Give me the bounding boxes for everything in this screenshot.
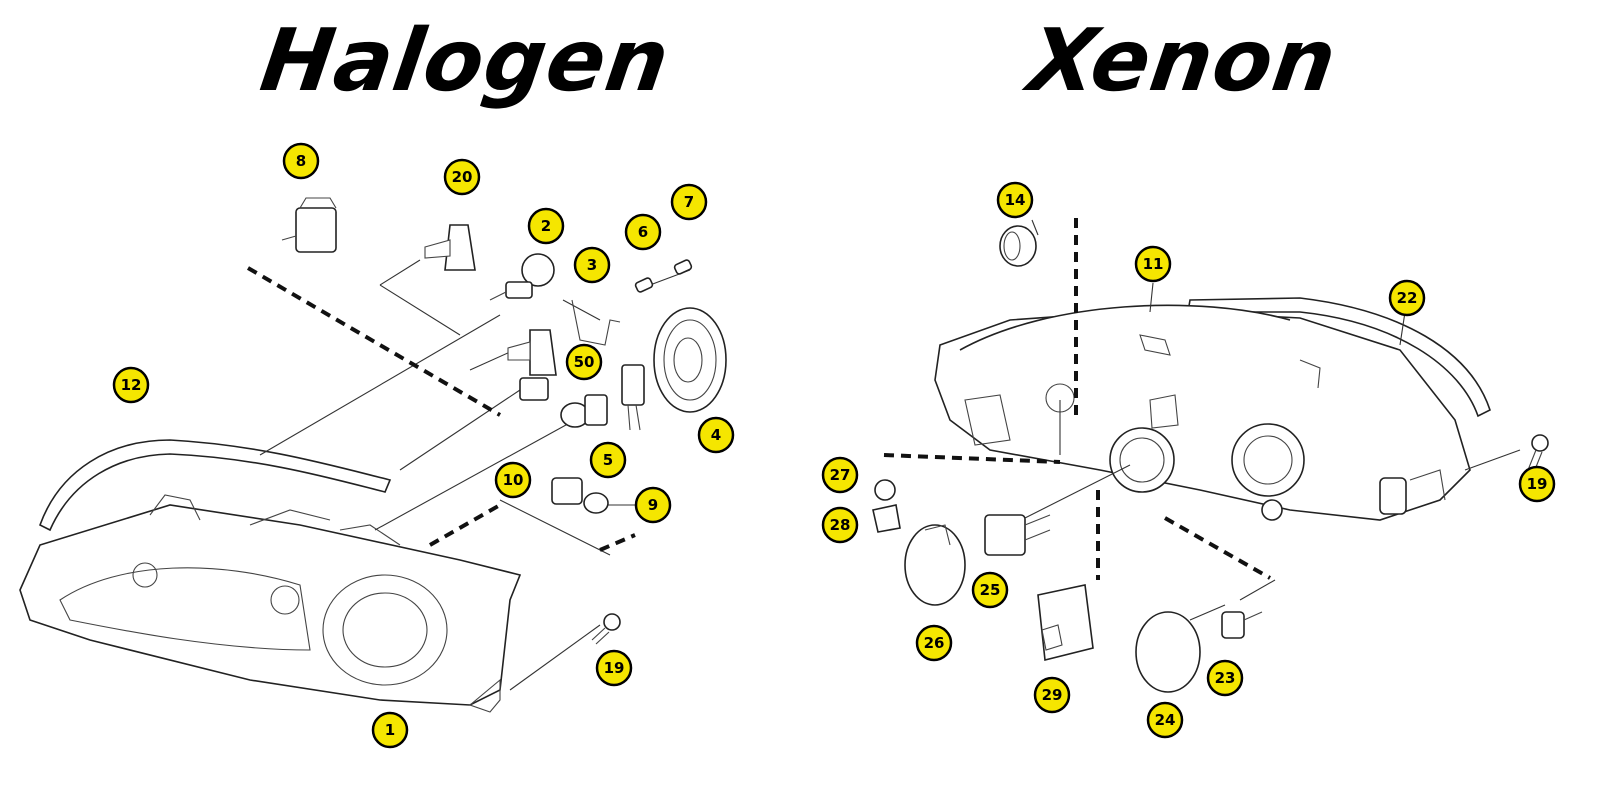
callout-4-label: 4 [711,426,721,444]
socket-23-part [1221,611,1263,639]
callout-4: 4 [697,416,735,454]
callout-5: 5 [589,441,627,479]
callout-1-label: 1 [385,721,395,739]
bulb-2-part [489,253,555,301]
bulb-6-part [634,277,654,293]
callout-28-label: 28 [830,516,851,534]
bulb-5-part [560,394,608,428]
callout-26: 26 [915,624,953,662]
callout-3: 3 [573,246,611,284]
callout-7: 7 [670,183,708,221]
callout-14-label: 14 [1005,191,1026,209]
callout-8: 8 [282,142,320,180]
callout-24-label: 24 [1155,711,1176,729]
callout-24: 24 [1146,701,1184,739]
callout-22: 22 [1388,279,1426,317]
callout-8-label: 8 [296,152,306,170]
side-bulb-part [551,477,609,514]
callout-3-label: 3 [587,256,597,274]
callout-10: 10 [494,461,532,499]
screw-xenon-part [1527,434,1549,473]
bulb-7-part [673,259,693,275]
halogen-headlight-housing [19,494,522,713]
callout-19-xenon: 19 [1518,465,1556,503]
callout-19-halogen: 19 [595,649,633,687]
callout-19-xenon-label: 19 [1527,475,1548,493]
callout-9-label: 9 [648,496,658,514]
cap-26-part [904,524,966,606]
callout-50-label: 50 [574,353,595,371]
cap-24-part [1135,611,1201,693]
bulb-20-part [424,224,476,271]
callout-29-label: 29 [1042,686,1063,704]
callout-6-label: 6 [638,223,648,241]
callout-28: 28 [821,506,859,544]
cap-14-part [999,225,1037,267]
bulb-50-part [507,329,557,401]
callout-7-label: 7 [684,193,694,211]
callout-2-label: 2 [541,217,551,235]
callout-10-label: 10 [503,471,524,489]
callout-20: 20 [443,158,481,196]
callout-29: 29 [1033,676,1071,714]
callout-5-label: 5 [603,451,613,469]
callout-50: 50 [565,343,603,381]
connector-part [621,364,645,406]
callout-14: 14 [996,181,1034,219]
callout-9: 9 [634,486,672,524]
xenon-exploded-view [872,218,1549,693]
callout-20-label: 20 [452,168,473,186]
xenon-bulb-part [984,514,1051,556]
callout-23: 23 [1206,659,1244,697]
xenon-headlight-housing [934,304,1471,521]
callout-22-label: 22 [1397,289,1418,307]
callout-27: 27 [821,456,859,494]
screw-halogen-part [591,613,621,645]
callout-6: 6 [624,213,662,251]
callout-25-label: 25 [980,581,1001,599]
callout-12-label: 12 [121,376,142,394]
callout-11-label: 11 [1143,255,1164,273]
level-motor-part [281,197,337,253]
callout-25: 25 [971,571,1009,609]
callout-23-label: 23 [1215,669,1236,687]
bulb-27-part [874,479,896,501]
callout-12: 12 [112,366,150,404]
callout-11: 11 [1134,245,1172,283]
clip-part [571,299,621,346]
callout-27-label: 27 [830,466,851,484]
ballast-part [1037,584,1094,661]
callout-2: 2 [527,207,565,245]
callout-1: 1 [371,711,409,749]
holder-28-part [872,504,901,533]
cover-cap-part [653,307,727,413]
halogen-exploded-view [19,197,727,713]
callout-19-halogen-label: 19 [604,659,625,677]
trim-strip-part [39,439,392,532]
callout-26-label: 26 [924,634,945,652]
